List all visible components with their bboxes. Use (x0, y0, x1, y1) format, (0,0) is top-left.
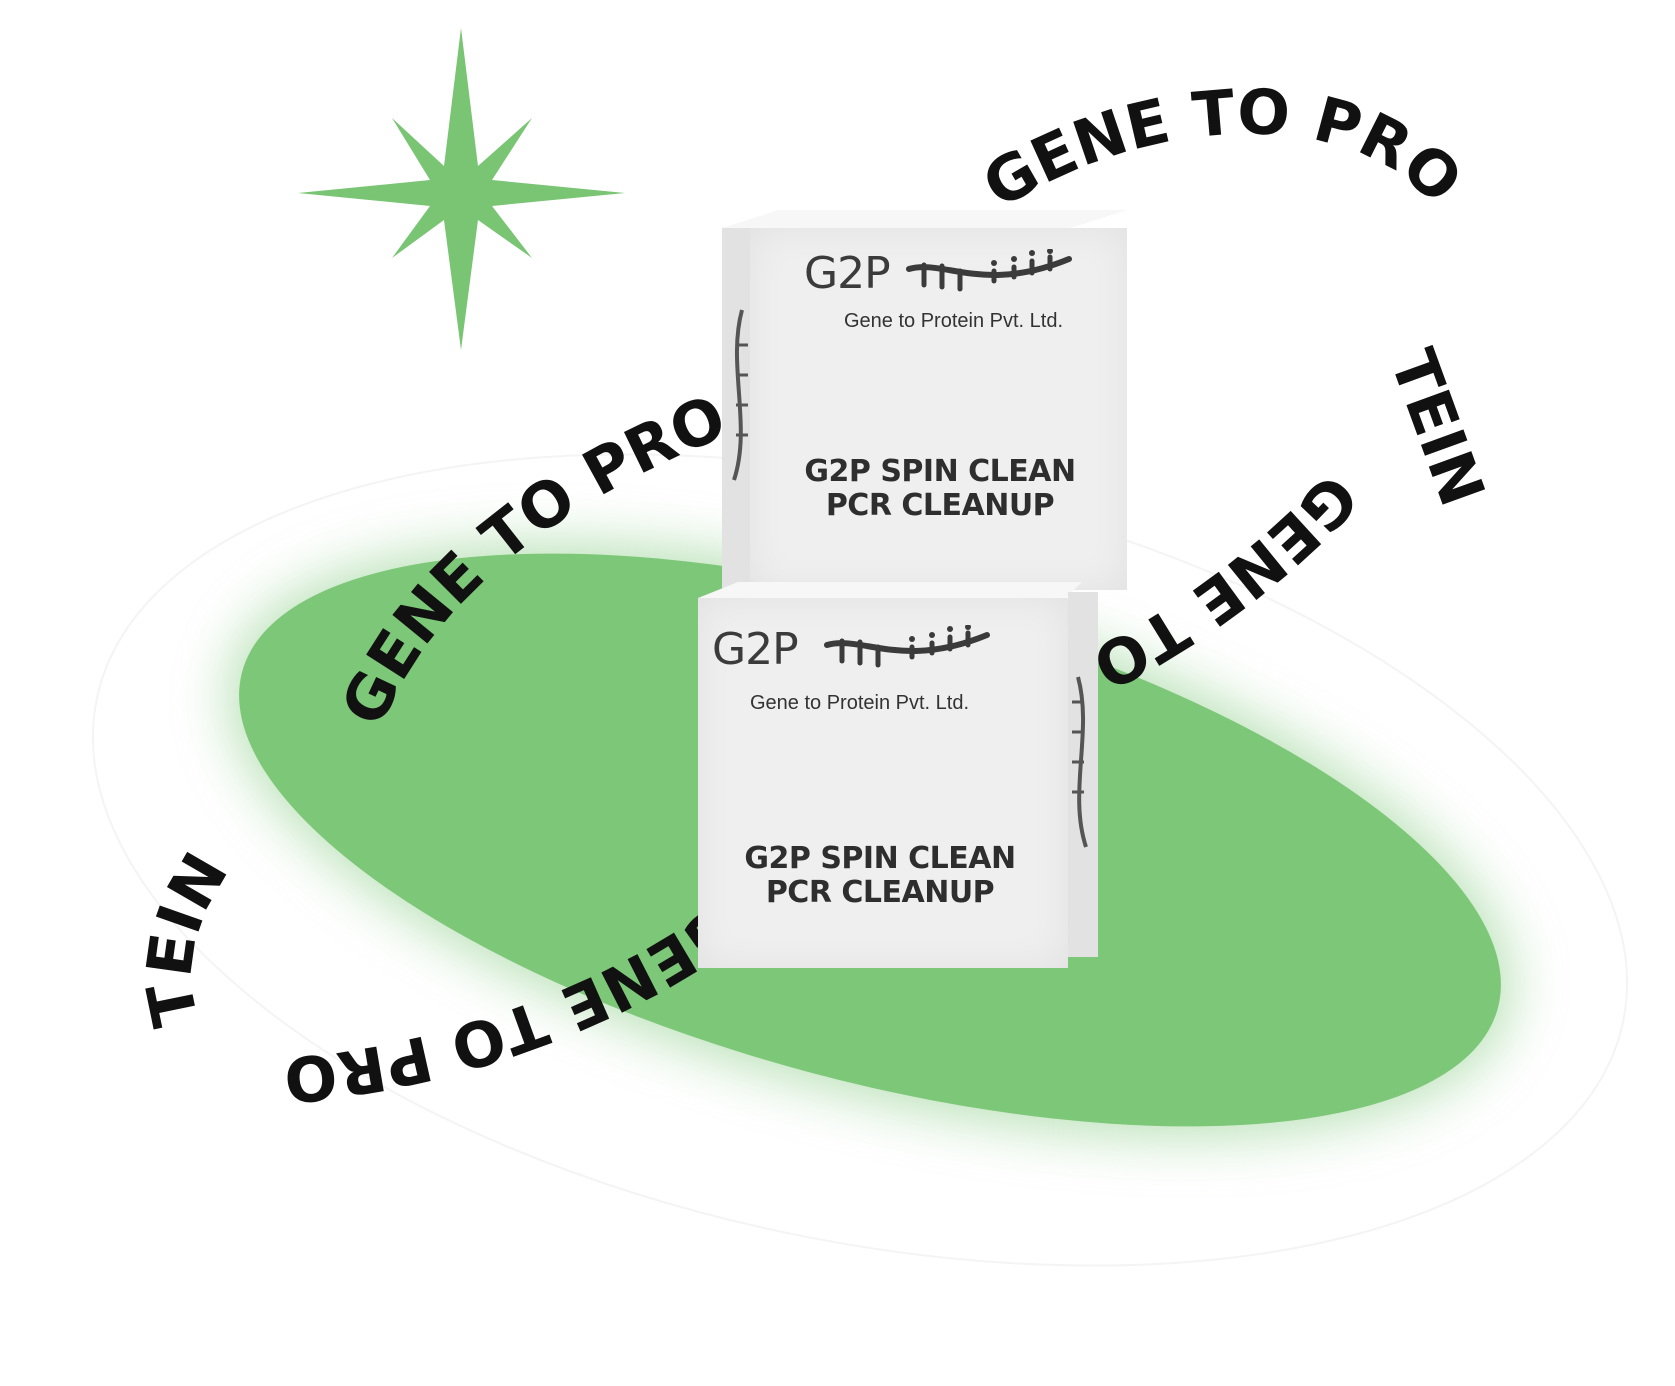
dna-helix-icon (823, 624, 990, 667)
product-name: G2P SPIN CLEAN PCR CLEANUP (770, 455, 1110, 523)
four-point-sparkle-icon (298, 28, 625, 350)
dna-helix-side-icon (732, 309, 748, 481)
ring-text-right-vertical: TEIN (1376, 340, 1499, 515)
product-line-1: G2P SPIN CLEAN (744, 841, 1016, 876)
dna-helix-icon (905, 248, 1072, 291)
product-name: G2P SPIN CLEAN PCR CLEANUP (710, 842, 1050, 910)
dna-helix-side-icon (1072, 676, 1088, 848)
ring-text-left: TEIN (132, 841, 242, 1033)
product-box-top: G2P Gene to Protein Pvt. Ltd. G2P SPIN C… (722, 210, 1127, 595)
box-tagline: Gene to Protein Pvt. Ltd. (750, 692, 970, 714)
product-line-2: PCR CLEANUP (825, 488, 1055, 523)
box-tagline: Gene to Protein Pvt. Ltd. (844, 310, 1064, 332)
ring-text-top: GENE TO PRO (971, 75, 1477, 222)
brand-logo-text: G2P (712, 624, 799, 675)
product-line-2: PCR CLEANUP (765, 875, 995, 910)
product-box-bottom: G2P Gene to Protein Pvt. Ltd. G2P SPIN C… (698, 582, 1098, 977)
product-line-1: G2P SPIN CLEAN (804, 454, 1076, 489)
brand-logo-text: G2P (804, 248, 891, 299)
